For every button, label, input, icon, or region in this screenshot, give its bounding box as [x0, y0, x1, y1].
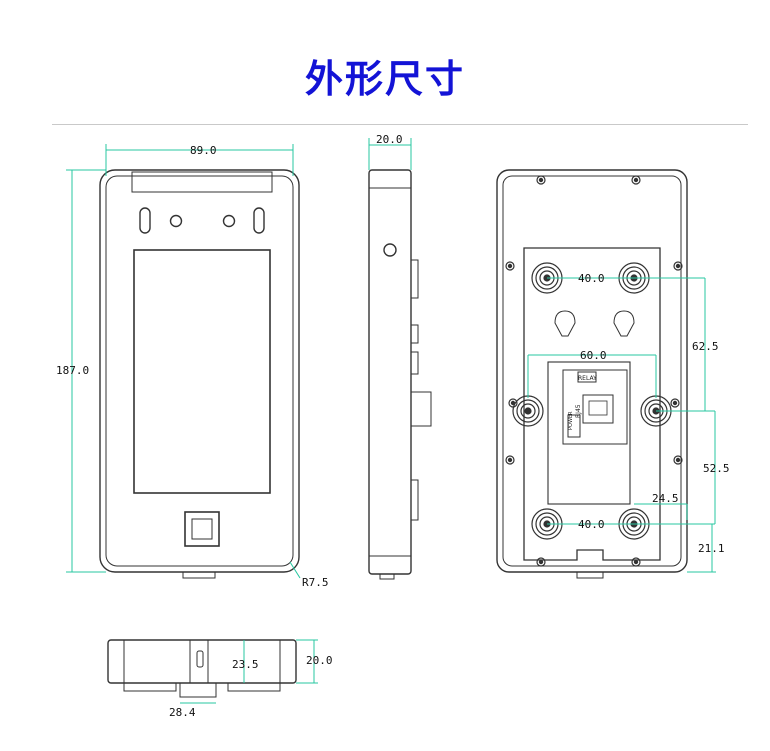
rear-inner-edge	[502, 175, 682, 567]
front-screen	[133, 249, 271, 494]
side-step-3	[410, 351, 419, 375]
side-bottom-tab	[379, 573, 395, 580]
dim-bottom-width: 28.4	[169, 706, 196, 719]
dim-rear-hole-offset: 24.5	[652, 492, 679, 505]
front-light-right	[253, 207, 265, 234]
rj45-port	[582, 394, 614, 424]
front-view	[99, 169, 300, 579]
relay-port	[577, 371, 597, 383]
screw-icon	[670, 398, 680, 408]
keyhole-right	[613, 310, 635, 337]
bottom-body	[107, 639, 297, 684]
front-light-left	[139, 207, 151, 234]
dim-front-width: 89.0	[190, 144, 217, 157]
side-view	[368, 169, 432, 580]
screw-icon	[505, 455, 515, 465]
front-camera-right	[222, 214, 236, 228]
dimension-lines	[66, 138, 716, 704]
rear-bottom-tab	[576, 571, 604, 579]
side-step-1	[410, 259, 419, 299]
screw-icon	[536, 175, 546, 185]
side-bracket	[410, 391, 432, 427]
rear-port-recess	[547, 361, 631, 505]
title-divider	[52, 124, 748, 125]
side-step-2	[410, 324, 419, 344]
power-port	[567, 414, 581, 438]
bottom-connector	[189, 639, 209, 684]
rear-port-panel	[562, 369, 628, 445]
bottom-foot-right	[227, 683, 281, 692]
side-body	[368, 169, 412, 575]
page-title: 外形尺寸	[304, 57, 465, 101]
dim-front-height: 187.0	[56, 364, 89, 377]
bottom-bracket	[179, 682, 217, 698]
dim-rear-bottom-margin: 21.1	[698, 542, 725, 555]
front-inner-bezel	[105, 175, 294, 567]
mounting-boss-icon	[512, 395, 544, 427]
dim-corner-radius: R7.5	[302, 576, 329, 589]
side-button	[383, 243, 397, 257]
screw-icon	[673, 455, 683, 465]
screw-icon	[536, 557, 546, 567]
front-bottom-tab	[182, 571, 216, 579]
bottom-latch	[196, 650, 204, 668]
front-sensor-strip	[131, 171, 273, 193]
dim-side-depth: 20.0	[376, 133, 403, 146]
screw-icon	[631, 557, 641, 567]
bottom-view	[107, 639, 297, 698]
rear-view	[496, 169, 688, 579]
dim-bottom-depth: 20.0	[306, 654, 333, 667]
front-camera-left	[169, 214, 183, 228]
dim-rear-hole-v-top: 62.5	[692, 340, 719, 353]
bottom-foot-left	[123, 683, 177, 692]
rj45-jack	[588, 400, 608, 416]
fingerprint-pad	[191, 518, 213, 540]
label-rj45: RJ45	[575, 404, 582, 418]
screw-icon	[505, 261, 515, 271]
dim-rear-hole-h-bottom: 40.0	[578, 518, 605, 531]
label-power: POWER	[568, 411, 574, 430]
dim-rear-hole-h-mid: 60.0	[580, 349, 607, 362]
side-step-4	[410, 479, 419, 521]
label-relay: RELAY	[578, 375, 597, 382]
dim-bottom-inner: 23.5	[232, 658, 259, 671]
dim-rear-hole-h-top: 40.0	[578, 272, 605, 285]
fingerprint-sensor	[184, 511, 220, 547]
dim-rear-hole-v-mid: 52.5	[703, 462, 730, 475]
screw-icon	[631, 175, 641, 185]
screw-icon	[673, 261, 683, 271]
keyhole-left	[554, 310, 576, 337]
rear-outer-body	[496, 169, 688, 573]
